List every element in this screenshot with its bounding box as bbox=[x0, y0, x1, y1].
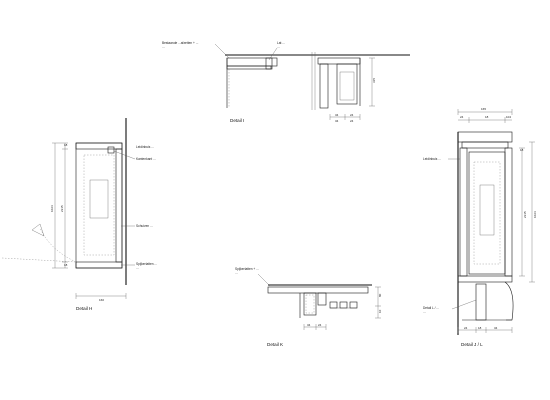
detail-jl-jamb-right bbox=[504, 147, 513, 277]
detail-jl-base-post bbox=[475, 283, 487, 321]
detail-i-title: Detail I bbox=[230, 118, 244, 123]
detail-h-dim-label: 18 bbox=[64, 143, 68, 147]
detail-jl-interior bbox=[473, 161, 501, 265]
detail-jl-dim-label: 2315 bbox=[523, 211, 527, 218]
detail-i-dim-label: 315 bbox=[372, 78, 376, 83]
detail-k: 80 10 34 24 Spijkerlatten + ... ... Deta… bbox=[235, 267, 382, 347]
detail-i-note: ... bbox=[162, 45, 165, 49]
detail-jl-dim-label: 24 bbox=[460, 115, 464, 119]
detail-jl-note: ... bbox=[423, 310, 426, 314]
detail-h-cabinet bbox=[75, 142, 123, 269]
detail-k-note: Spijkerlatten + ... bbox=[235, 267, 259, 271]
detail-k-dim-label: 24 bbox=[318, 323, 322, 327]
detail-h-cabinet-top bbox=[75, 142, 123, 150]
detail-h-connector bbox=[107, 146, 115, 154]
detail-k-jamb bbox=[303, 292, 317, 316]
detail-k-note: ... bbox=[235, 271, 238, 275]
detail-jl-sill bbox=[457, 275, 513, 283]
detail-i-block bbox=[265, 57, 273, 70]
detail-i-leader bbox=[214, 43, 230, 59]
detail-i: 315 34 24 34 24 Bestaande ...afzetten + … bbox=[162, 41, 410, 123]
detail-i-lath bbox=[226, 65, 272, 70]
detail-h-interior bbox=[83, 154, 115, 256]
detail-h-insert bbox=[89, 179, 109, 219]
detail-h-note: Spijkerlatten ... bbox=[136, 262, 157, 266]
detail-i-header bbox=[317, 57, 361, 65]
detail-k-dim-label: 80 bbox=[378, 293, 382, 297]
detail-jl-leader bbox=[451, 299, 477, 310]
detail-h-dim-label: 1024 bbox=[50, 205, 54, 212]
detail-k-dim-label: 34 bbox=[307, 323, 311, 327]
detail-jl-dim-label: 18 bbox=[520, 148, 524, 152]
detail-jl-dim-label: 34 bbox=[494, 326, 498, 330]
detail-k-profile bbox=[329, 301, 338, 309]
detail-h-note: Schuiven ... bbox=[136, 224, 153, 228]
detail-jl-title: Detail J / L bbox=[461, 342, 483, 347]
detail-jl-top-frame bbox=[457, 131, 513, 143]
detail-jl-dim-label: 104 bbox=[506, 115, 511, 119]
detail-i-cabinet bbox=[336, 63, 358, 105]
detail-h-dim-label: 160 bbox=[99, 298, 104, 302]
detail-h-note: ... bbox=[136, 266, 139, 270]
detail-h-swing-arrow-icon bbox=[31, 223, 45, 237]
detail-i-note: ... bbox=[277, 45, 280, 49]
detail-h-open-door-line bbox=[1, 257, 77, 263]
detail-jl-dim-label: 18 bbox=[485, 115, 489, 119]
detail-i-note: Lat ... bbox=[277, 41, 285, 45]
detail-i-dim-label: 24 bbox=[350, 113, 354, 117]
detail-jl-insert bbox=[479, 184, 495, 236]
detail-i-note: Bestaande ...afzetten + ... bbox=[162, 41, 199, 45]
detail-jl-jamb-left bbox=[459, 147, 468, 277]
detail-k-title: Detail K bbox=[267, 342, 284, 347]
detail-jl-dim-label: 165 bbox=[481, 107, 486, 111]
detail-k-profile bbox=[349, 301, 358, 309]
detail-h-cabinet-bottom bbox=[75, 261, 123, 269]
detail-k-hidden-jamb bbox=[305, 294, 315, 314]
detail-h-dim-label: 18 bbox=[64, 263, 68, 267]
detail-i-jamb bbox=[319, 63, 329, 109]
detail-h-dim-label: 2315 bbox=[60, 205, 64, 212]
detail-k-leader bbox=[257, 273, 271, 287]
detail-h-back-panel bbox=[115, 148, 123, 263]
detail-i-dim-label: 34 bbox=[335, 113, 339, 117]
detail-jl-dim-label: 18 bbox=[478, 326, 482, 330]
detail-i-dim-label: 34 bbox=[335, 119, 339, 123]
detail-jl: 165 24 18 104 18 2315 1024 24 34 18 Leid… bbox=[423, 107, 537, 347]
detail-jl-note: Leidinbuis ... bbox=[423, 157, 441, 161]
detail-k-profile bbox=[339, 301, 348, 309]
detail-jl-head bbox=[461, 141, 509, 149]
detail-jl-dim-label: 24 bbox=[464, 326, 468, 330]
detail-i-leader bbox=[268, 47, 278, 61]
detail-i-cabinet-inner bbox=[339, 71, 355, 101]
detail-h: 18 1024 2315 18 160 Leidinbuis ... Kante… bbox=[1, 118, 157, 311]
detail-h-note: Leidinbuis ... bbox=[136, 145, 154, 149]
detail-k-dim-label: 10 bbox=[378, 309, 382, 313]
detail-h-leader bbox=[113, 150, 136, 160]
detail-k-header bbox=[267, 286, 369, 294]
detail-jl-dim-label: 1024 bbox=[533, 211, 537, 218]
detail-h-door-swing bbox=[39, 227, 77, 263]
detail-k-post bbox=[317, 292, 327, 306]
detail-jl-cabinet bbox=[468, 151, 506, 275]
detail-h-note: Kantenkant ... bbox=[136, 157, 156, 161]
detail-jl-note: Detail L / ... bbox=[423, 306, 439, 310]
detail-jl-curved-profile bbox=[504, 281, 514, 321]
detail-h-title: Detail H bbox=[76, 306, 92, 311]
detail-i-dim-label: 24 bbox=[350, 119, 354, 123]
